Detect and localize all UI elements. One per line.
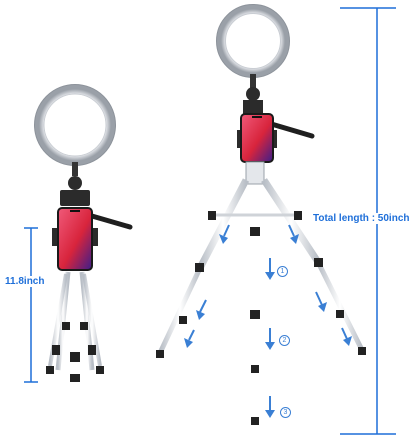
step-3-badge: 3	[280, 407, 291, 418]
small-height-dimension	[24, 227, 38, 383]
small-ball-head	[68, 176, 82, 190]
step-1-badge: 1	[277, 266, 288, 277]
small-ring-light	[34, 84, 116, 166]
extension-arrows	[184, 224, 352, 418]
large-ring-light	[216, 4, 290, 78]
total-length-label: Total length : 50inch	[312, 213, 411, 224]
large-phone	[240, 113, 274, 163]
small-tripod	[34, 84, 133, 382]
small-height-label: 11.8inch	[4, 276, 46, 287]
large-tripod	[156, 4, 366, 425]
step-2-badge: 2	[279, 335, 290, 346]
small-phone	[57, 207, 93, 271]
large-ball-head	[246, 87, 260, 101]
large-pan-handle	[265, 120, 315, 139]
